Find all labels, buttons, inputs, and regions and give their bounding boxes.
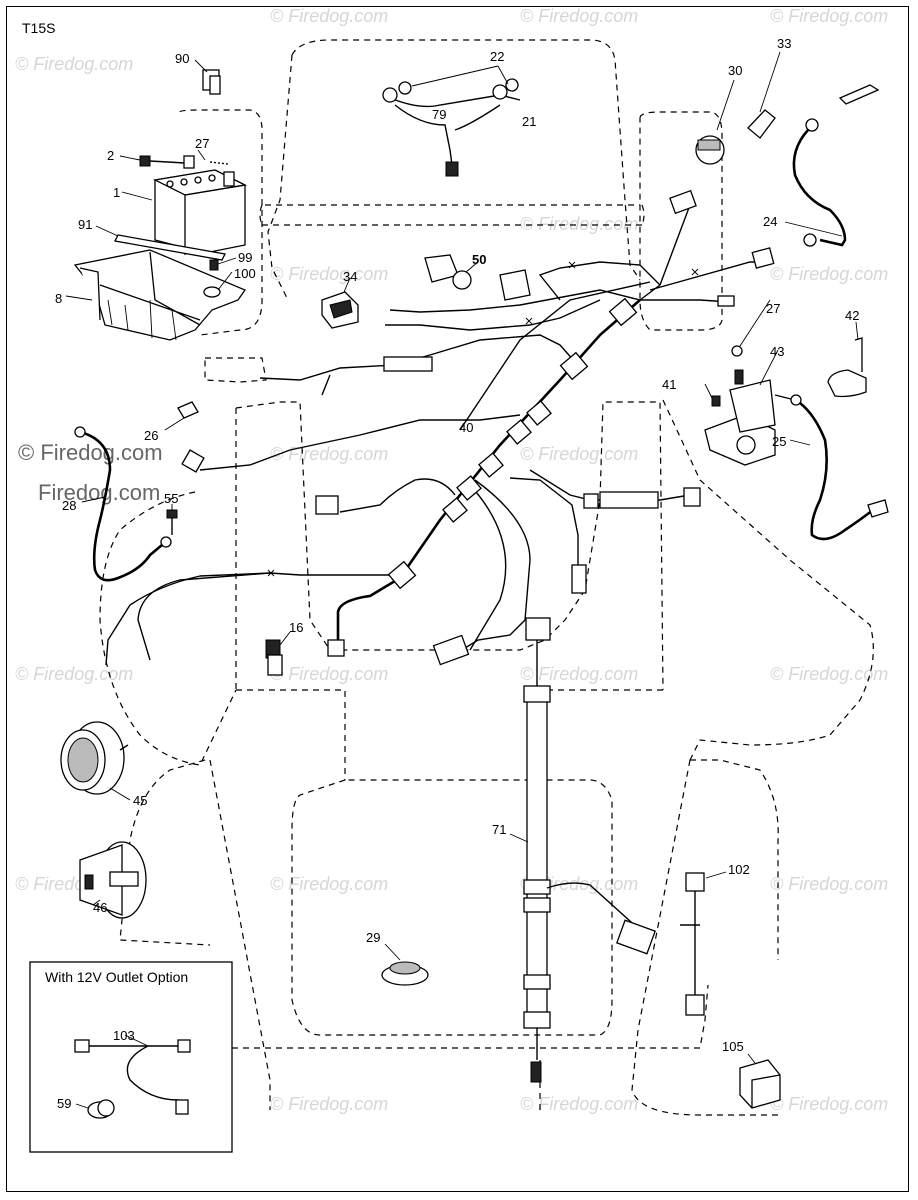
label-28: 28: [62, 498, 76, 513]
label-33: 33: [777, 36, 791, 51]
watermark-dark: © Firedog.com: [18, 440, 163, 465]
label-16: 16: [289, 620, 303, 635]
label-30: 30: [728, 63, 742, 78]
tractor-outline: [99, 39, 874, 1116]
label-43: 43: [770, 344, 784, 359]
wire-cut-marks: [267, 261, 699, 577]
part-90-connector: [194, 59, 221, 95]
watermark: © Firedog.com: [15, 664, 133, 684]
label-8: 8: [55, 291, 62, 306]
label-26: 26: [144, 428, 158, 443]
watermark: © Firedog.com: [770, 6, 888, 26]
part-71-harness: [509, 617, 656, 1083]
watermark: © Firedog.com: [270, 874, 388, 894]
label-46: 46: [93, 900, 107, 915]
label-59: 59: [57, 1096, 71, 1111]
part-29-horn: [381, 943, 429, 986]
label-79: 79: [432, 107, 446, 122]
watermark: © Firedog.com: [520, 444, 638, 464]
label-71: 71: [492, 822, 506, 837]
label-102: 102: [728, 862, 750, 877]
part-55-bolt: [166, 504, 178, 535]
part-99-100-hardware: [203, 257, 237, 298]
part-25-battery-cable: [789, 394, 889, 541]
inset-title: With 12V Outlet Option: [45, 969, 188, 985]
label-105: 105: [722, 1039, 744, 1054]
watermark-dark: Firedog.com: [38, 480, 160, 505]
label-41: 41: [662, 377, 676, 392]
inset-12v-outlet: With 12V Outlet Option: [29, 961, 233, 1153]
label-45: 45: [133, 793, 147, 808]
part-21-22-headlight-harness: [382, 65, 521, 177]
watermark: © Firedog.com: [520, 1094, 638, 1114]
part-2-bolt: [119, 149, 229, 169]
part-1-battery: [121, 169, 248, 255]
part-26-clip: [164, 401, 199, 431]
label-103: 103: [113, 1028, 135, 1043]
part-34-switch: [321, 277, 359, 329]
harness-tape-wraps: [181, 189, 775, 666]
part-42-terminal-boot: [827, 321, 867, 398]
watermark: © Firedog.com: [520, 214, 638, 234]
part-43-solenoid: [704, 299, 796, 466]
main-harness-40: [105, 189, 775, 666]
part-33-module: [747, 51, 781, 139]
label-50: 50: [472, 252, 486, 267]
watermark: © Firedog.com: [770, 664, 888, 684]
label-27-b: 27: [766, 301, 780, 316]
part-50-relay: [424, 254, 531, 301]
label-99: 99: [238, 250, 252, 265]
part-labels: 90 22 30 33 79 21 27 2 1 24 91 99 100 50…: [55, 36, 859, 1111]
part-91-strap: [95, 225, 226, 261]
part-8-battery-tray: [65, 249, 246, 341]
diagram-frame: [6, 6, 909, 1192]
label-24: 24: [763, 214, 777, 229]
label-21: 21: [522, 114, 536, 129]
label-22: 22: [490, 49, 504, 64]
label-91: 91: [78, 217, 92, 232]
watermark: © Firedog.com: [270, 444, 388, 464]
label-25: 25: [772, 434, 786, 449]
part-24-battery-cable: [784, 84, 880, 247]
watermark: © Firedog.com: [270, 264, 388, 284]
watermark: © Firedog.com: [15, 54, 133, 74]
part-28-ground-cable: [74, 426, 172, 582]
part-46-meter: [79, 841, 147, 919]
part-30-ignition-switch: [695, 79, 735, 165]
page-code: T15S: [22, 20, 55, 36]
label-100: 100: [234, 266, 256, 281]
watermark: © Firedog.com: [270, 1094, 388, 1114]
label-40: 40: [459, 420, 473, 435]
label-27: 27: [195, 136, 209, 151]
part-102-fuse-holder: [680, 871, 727, 1016]
watermark: © Firedog.com: [520, 664, 638, 684]
label-55: 55: [164, 491, 178, 506]
watermark: © Firedog.com: [770, 1094, 888, 1114]
label-2: 2: [107, 148, 114, 163]
watermark: © Firedog.com: [270, 664, 388, 684]
label-34: 34: [343, 269, 357, 284]
part-16-connector: [265, 631, 291, 676]
label-90: 90: [175, 51, 189, 66]
label-42: 42: [845, 308, 859, 323]
label-1: 1: [113, 185, 120, 200]
watermark: © Firedog.com: [770, 264, 888, 284]
label-29: 29: [366, 930, 380, 945]
part-45-hour-meter: [60, 721, 131, 801]
watermark: © Firedog.com: [270, 6, 388, 26]
part-105-switch: [739, 1053, 781, 1109]
watermark: © Firedog.com: [520, 6, 638, 26]
watermark: © Firedog.com: [770, 874, 888, 894]
